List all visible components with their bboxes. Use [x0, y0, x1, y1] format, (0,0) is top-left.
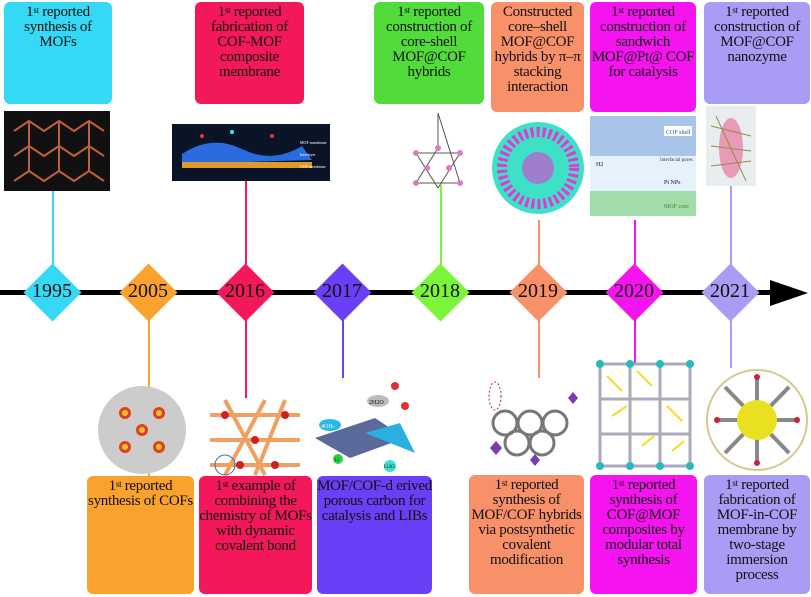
event-box-2016-bottom: 1st example of combining the chemistry o… — [199, 476, 312, 594]
sandwich-catalyst-image: COF shell H2 Interfacial pores Pt NPs MO… — [590, 116, 696, 216]
svg-text:H2: H2 — [596, 162, 603, 168]
year-label: 2019 — [518, 280, 558, 302]
dynamic-covalent-image — [210, 399, 300, 476]
svg-text:Li2O: Li2O — [384, 465, 395, 470]
event-box-2019-bottom: 1st reported synthesis of MOF/COF hybrid… — [469, 475, 584, 594]
event-box-1995: 1st reported synthesis of MOFs — [4, 2, 112, 104]
connector-2017 — [342, 318, 344, 378]
svg-text:2H2O: 2H2O — [369, 400, 384, 406]
year-marker-1995: 1995 — [23, 263, 82, 322]
connector-2019-bottom — [538, 318, 540, 378]
event-box-2018: 1st reported construction of core-shell … — [374, 2, 484, 104]
event-text: MOF/COF-d erived porous carbon for catal… — [317, 478, 432, 524]
svg-text:Interlayer: Interlayer — [300, 152, 316, 157]
cof-at-mof-image — [596, 360, 694, 470]
svg-text:MOF membrane: MOF membrane — [300, 140, 327, 145]
timeline-arrow-icon — [770, 280, 808, 306]
connector-2016-bottom — [245, 318, 247, 398]
event-box-2017: MOF/COF-d erived porous carbon for catal… — [317, 476, 432, 594]
year-label: 2021 — [710, 280, 750, 302]
year-label: 1995 — [32, 280, 72, 302]
year-marker-2005: 2005 — [119, 263, 178, 322]
event-text: reported synthesis of COF@MOF composites… — [602, 477, 685, 568]
svg-text:Pt NPs: Pt NPs — [664, 180, 681, 186]
event-text: reported construction of MOF@COF nanozym… — [714, 4, 800, 65]
event-box-2005: 1st reported synthesis of COFs — [87, 476, 194, 594]
event-box-2021-top: 1st reported construction of MOF@COF nan… — [704, 2, 810, 104]
svg-text:MOF core: MOF core — [664, 204, 689, 210]
event-box-2020-top: 1st reported construction of sandwich MO… — [590, 2, 696, 112]
event-box-2020-bottom: 1st reported synthesis of COF@MOF compos… — [590, 475, 697, 594]
connector-2016-top — [245, 162, 247, 267]
event-text: reported synthesis of COFs — [88, 478, 193, 509]
event-text: reported fabrication of MOF-in-COF membr… — [716, 477, 798, 583]
postsynthetic-hybrid-image — [488, 381, 578, 466]
mof-in-cof-image — [706, 369, 808, 471]
year-marker-2017: 2017 — [313, 263, 372, 322]
membrane-image: MOF membrane Interlayer COF membrane — [172, 124, 330, 181]
year-marker-2018: 2018 — [411, 263, 470, 322]
cof-structure-image — [98, 386, 186, 474]
year-marker-2020: 2020 — [605, 263, 664, 322]
porous-carbon-image: 4OH- 2H2O Li Li2O — [315, 382, 415, 472]
event-text: reported construction of core-shell MOF@… — [386, 4, 472, 80]
connector-2020-bottom — [634, 318, 636, 363]
nanozyme-image — [706, 106, 756, 186]
year-marker-2019: 2019 — [509, 263, 568, 322]
connector-1995 — [52, 162, 54, 267]
connector-2018 — [440, 185, 442, 267]
event-text: reported construction of sandwich MOF@Pt… — [591, 4, 695, 80]
event-text: reported synthesis of MOF/COF hybrids vi… — [471, 477, 582, 568]
event-text: example of combining the chemistry of MO… — [199, 478, 312, 554]
event-text: reported fabrication of COF-MOF composit… — [210, 4, 288, 80]
svg-text:COF membrane: COF membrane — [300, 164, 326, 169]
svg-text:Interfacial pores: Interfacial pores — [660, 158, 693, 163]
year-label: 2017 — [322, 280, 362, 302]
event-text: reported synthesis of MOFs — [24, 4, 92, 50]
year-label: 2020 — [614, 280, 654, 302]
timeline-axis — [0, 290, 790, 295]
connector-2021-bottom — [730, 318, 732, 368]
year-label: 2016 — [225, 280, 265, 302]
svg-text:4OH-: 4OH- — [321, 424, 335, 430]
year-label: 2005 — [128, 280, 168, 302]
core-shell-molecule-image — [413, 112, 463, 188]
connector-2019-top — [538, 220, 540, 267]
year-label: 2018 — [420, 280, 460, 302]
connector-2020-top — [634, 220, 636, 267]
svg-text:COF shell: COF shell — [666, 130, 691, 136]
svg-text:Li: Li — [335, 458, 340, 463]
event-box-2016-top: 1st reported fabrication of COF-MOF comp… — [195, 2, 304, 104]
mof-structure-image — [4, 111, 110, 191]
year-marker-2021: 2021 — [701, 263, 760, 322]
connector-2021-top — [730, 185, 732, 267]
year-marker-2016: 2016 — [216, 263, 275, 322]
event-box-2019-top: Constructed core–shell MOF@COF hybrids b… — [491, 2, 584, 112]
event-text: Constructed core–shell MOF@COF hybrids b… — [494, 4, 581, 95]
core-shell-sphere-image — [492, 122, 584, 214]
event-box-2021-bottom: 1st reported fabrication of MOF-in-COF m… — [704, 475, 810, 594]
